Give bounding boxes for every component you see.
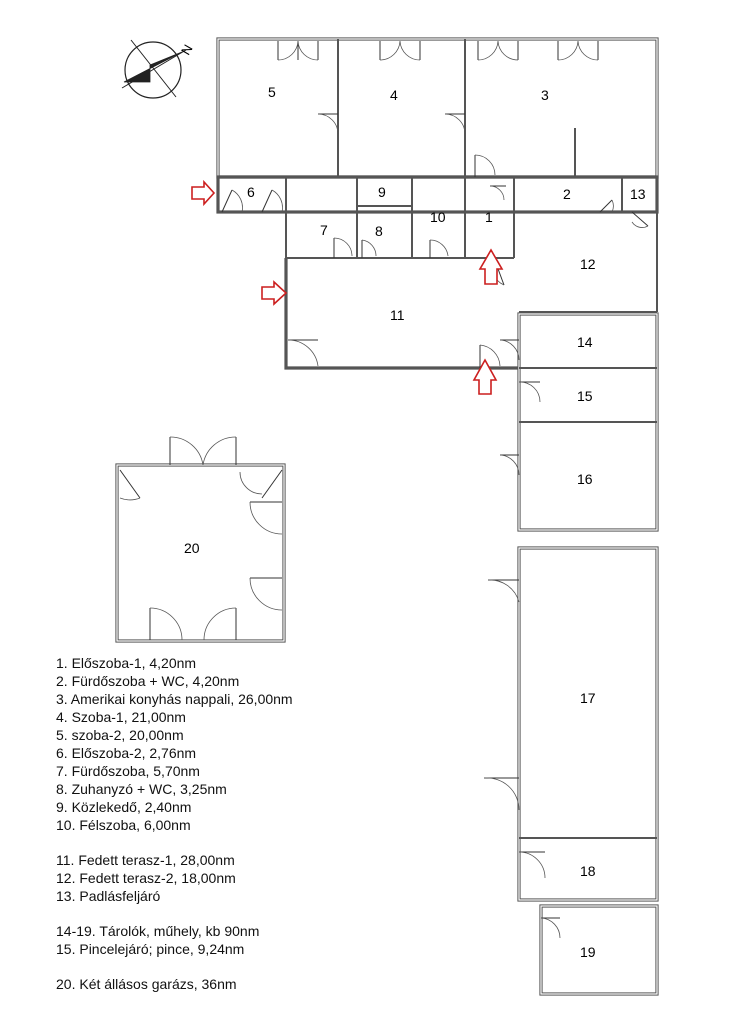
room-label-15: 15	[577, 388, 593, 404]
room-label-20: 20	[184, 540, 200, 556]
entry-arrow-icon	[191, 179, 216, 207]
legend-item: 7. Fürdőszoba, 5,70nm	[56, 763, 200, 779]
room-label-16: 16	[577, 471, 593, 487]
legend-item: 4. Szoba-1, 21,00nm	[56, 709, 186, 725]
room-legend: 1. Előszoba-1, 4,20nm 2. Fürdőszoba + WC…	[56, 654, 416, 993]
room-label-8: 8	[375, 223, 383, 239]
compass-north-label: N	[178, 42, 196, 58]
compass-icon: N	[121, 39, 196, 99]
room-label-12: 12	[580, 256, 596, 272]
legend-spacer	[56, 958, 416, 975]
room-label-13: 13	[630, 186, 646, 202]
room-label-11: 11	[390, 307, 405, 323]
entry-arrow-icon	[261, 280, 288, 306]
room-label-19: 19	[580, 944, 596, 960]
entry-arrows	[191, 179, 504, 395]
legend-item: 11. Fedett terasz-1, 28,00nm	[56, 852, 235, 868]
legend-item: 8. Zuhanyzó + WC, 3,25nm	[56, 781, 227, 797]
room-label-9: 9	[378, 184, 386, 200]
room-label-17: 17	[580, 690, 596, 706]
room-label-10: 10	[430, 209, 446, 225]
legend-item: 14-19. Tárolók, műhely, kb 90nm	[56, 923, 260, 939]
legend-item: 10. Félszoba, 6,00nm	[56, 817, 191, 833]
room-label-2: 2	[563, 186, 571, 202]
door-swings	[119, 40, 649, 939]
legend-item: 6. Előszoba-2, 2,76nm	[56, 745, 197, 761]
room-label-5: 5	[268, 84, 276, 100]
legend-spacer	[56, 834, 416, 851]
room-label-4: 4	[390, 87, 398, 103]
room-label-1: 1	[485, 209, 493, 225]
garage-walls	[115, 463, 286, 643]
legend-spacer	[56, 905, 416, 922]
legend-item: 9. Közlekedő, 2,40nm	[56, 799, 192, 815]
room-labels: 1 2 3 4 5 6 7 8 9 10 11 12 13 14 15 16 1…	[184, 84, 646, 960]
room-label-6: 6	[247, 184, 255, 200]
legend-item: 1. Előszoba-1, 4,20nm	[56, 655, 197, 671]
legend-item: 5. szoba-2, 20,00nm	[56, 727, 184, 743]
legend-item: 12. Fedett terasz-2, 18,00nm	[56, 870, 236, 886]
legend-item: 2. Fürdőszoba + WC, 4,20nm	[56, 673, 240, 689]
entry-arrow-icon	[478, 248, 504, 285]
legend-item: 13. Padlásfeljáró	[56, 888, 161, 904]
main-house-walls	[216, 37, 659, 370]
legend-item: 15. Pincelejáró; pince, 9,24nm	[56, 941, 245, 957]
entry-arrow-icon	[472, 358, 498, 395]
room-label-14: 14	[577, 334, 593, 350]
room-label-7: 7	[320, 222, 328, 238]
room-label-18: 18	[580, 863, 596, 879]
legend-item: 20. Két állásos garázs, 36nm	[56, 976, 237, 992]
storage-block-upper	[517, 312, 659, 532]
storage-block-lower	[517, 546, 659, 996]
legend-item: 3. Amerikai konyhás nappali, 26,00nm	[56, 691, 293, 707]
room-label-3: 3	[541, 87, 549, 103]
